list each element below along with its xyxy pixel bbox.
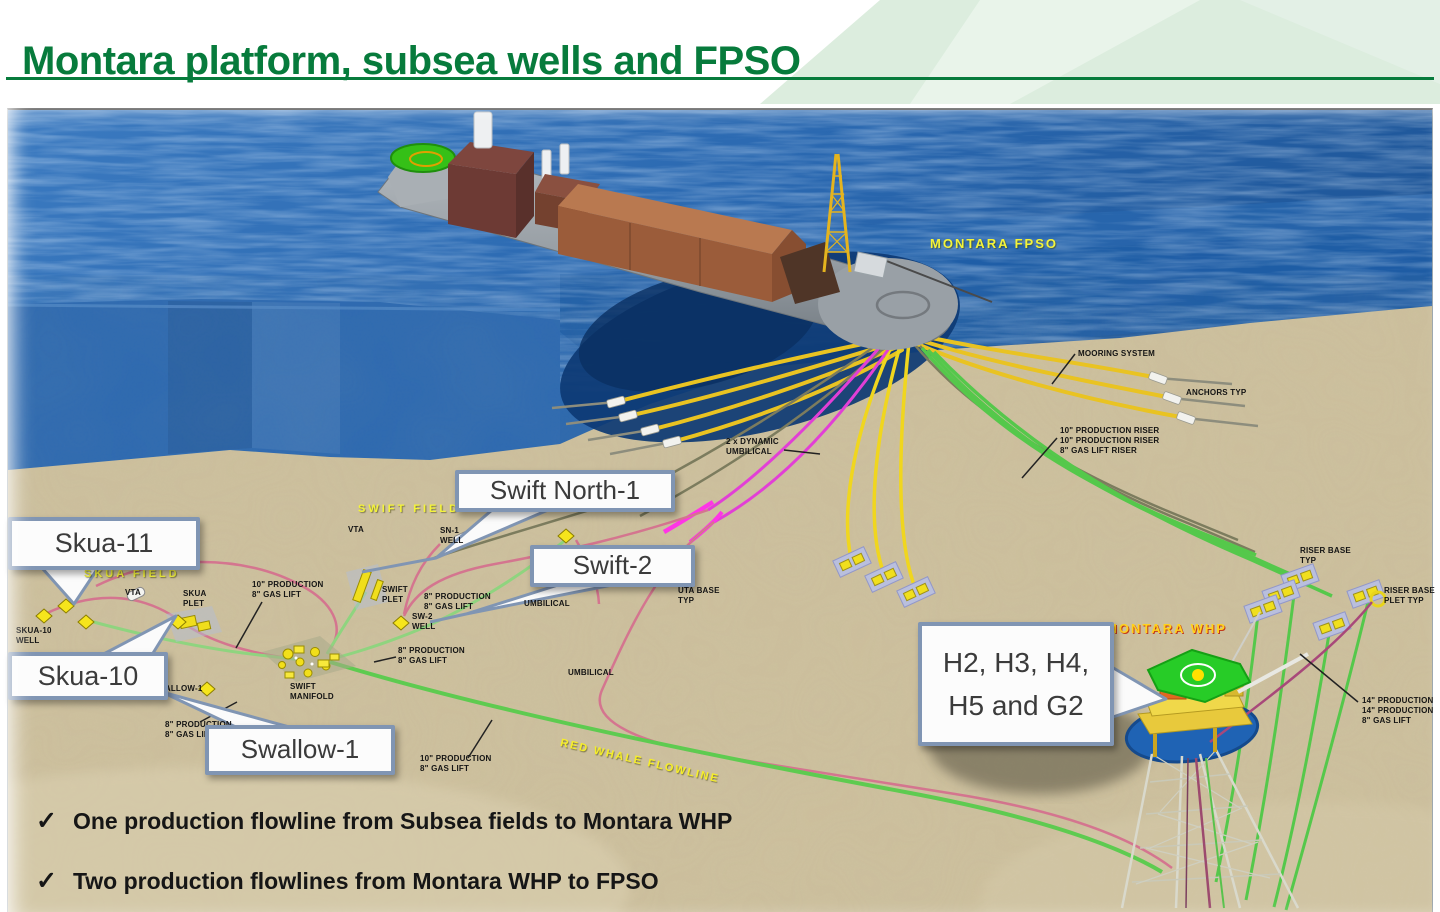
- ann-umbilical-1: UMBILICAL: [524, 599, 570, 608]
- ann-skua10-well: SKUA-10 WELL: [16, 626, 52, 645]
- callout-swift-2: Swift-2: [530, 545, 695, 587]
- ann-fpso-risers: 10" PRODUCTION RISER 10" PRODUCTION RISE…: [1060, 426, 1160, 455]
- ann-sw2-well: SW-2 WELL: [412, 612, 436, 631]
- scene-art: [8, 110, 1432, 912]
- ann-mooring-system: MOORING SYSTEM: [1078, 349, 1156, 358]
- whp-topsides: [1137, 611, 1309, 757]
- ann-umbilical-2: UMBILICAL: [568, 668, 614, 677]
- ann-skua-plet: SKUA PLET: [183, 589, 207, 608]
- ann-whp-flowlines: 14" PRODUCTION 14" PRODUCTION 8" GAS LIF…: [1362, 696, 1434, 725]
- ann-main-line: 10" PRODUCTION 8" GAS LIFT: [420, 754, 492, 773]
- callout-skua-10: Skua-10: [8, 652, 168, 700]
- check-icon: ✓: [36, 867, 57, 895]
- funnel-icon: [473, 111, 493, 149]
- ann-anchors-typ: ANCHORS TYP: [1186, 388, 1247, 397]
- check-icon: ✓: [36, 807, 57, 835]
- flare-tower-icon: [822, 153, 852, 273]
- ann-riser-base-plet: RISER BASE PLET TYP: [1384, 586, 1435, 605]
- page-title: Montara platform, subsea wells and FPSO: [22, 38, 801, 83]
- checklist-text: Two production flowlines from Montara WH…: [72, 868, 659, 894]
- ann-skua-line: 10" PRODUCTION 8" GAS LIFT: [252, 580, 324, 599]
- callout-tails: [40, 508, 1168, 732]
- checklist-item-1: ✓ One production flowline from Subsea fi…: [36, 806, 732, 836]
- ann-vta-skua: VTA: [125, 588, 142, 597]
- crane-boom-icon: [1237, 652, 1309, 694]
- riser-base-icons: [832, 545, 1387, 641]
- title-underline: [6, 77, 1434, 80]
- riser-lines-yellow: [845, 335, 918, 591]
- callout-skua-11: Skua-11: [8, 517, 200, 570]
- ann-uta-base: UTA BASE TYP: [678, 586, 720, 605]
- callout-swift-north-1: Swift North-1: [455, 470, 675, 512]
- ann-vta-swift: VTA: [348, 525, 365, 534]
- diagram-scene: [7, 108, 1433, 912]
- ann-swift2-line-a: 8" PRODUCTION 8" GAS LIFT: [424, 592, 491, 611]
- ann-swift2-line-b: 8" PRODUCTION 8" GAS LIFT: [398, 646, 465, 665]
- ann-dynamic-umbilical: 2 x DYNAMIC UMBILICAL: [726, 437, 779, 456]
- label-skua-field: SKUA FIELD: [84, 568, 180, 580]
- checklist-text: One production flowline from Subsea fiel…: [72, 808, 733, 834]
- whp-jacket: [1120, 749, 1300, 909]
- ann-sn1-well: SN-1 WELL: [440, 526, 464, 545]
- callout-swallow-1: Swallow-1: [205, 725, 395, 775]
- label-montara-whp: MONTARA WHP: [1106, 621, 1227, 636]
- manifold-icon: [262, 636, 356, 682]
- deco-polygon: [760, 0, 1440, 104]
- ann-swift-manifold: SWIFT MANIFOLD: [290, 682, 334, 701]
- mooring-chain-ends: [551, 376, 1259, 456]
- leader-lines: [199, 353, 1359, 759]
- ann-swift-plet: SWIFT PLET: [382, 585, 408, 604]
- subsea-equipment: [35, 528, 575, 697]
- fpso-modules: [535, 174, 840, 304]
- flowlines-green: [329, 346, 1370, 911]
- vta-icon: [126, 586, 146, 602]
- anchor-icons: [606, 371, 1196, 449]
- ann-swallow-well: SWALLOW-1: [152, 684, 203, 693]
- fpso-stern: [818, 258, 958, 350]
- fpso-helideck-icon: [390, 143, 456, 173]
- label-swift-field: SWIFT FIELD: [358, 503, 461, 515]
- checklist-item-2: ✓ Two production flowlines from Montara …: [36, 866, 659, 896]
- label-montara-fpso: MONTARA FPSO: [930, 236, 1058, 251]
- water-wall: [8, 299, 561, 470]
- mooring-lines: [614, 330, 1188, 444]
- ann-riser-base: RISER BASE TYP: [1300, 546, 1351, 565]
- fpso-ship: [377, 111, 993, 350]
- fpso-superstructure: [448, 111, 570, 238]
- callout-whp-wells: H2, H3, H4, H5 and G2: [918, 622, 1114, 746]
